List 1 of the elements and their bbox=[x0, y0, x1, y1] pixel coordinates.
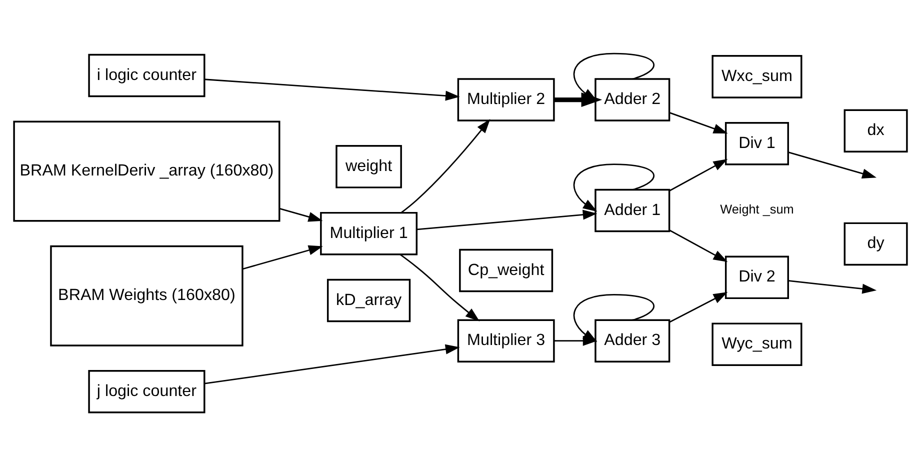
label: Weight _sum bbox=[720, 202, 794, 216]
